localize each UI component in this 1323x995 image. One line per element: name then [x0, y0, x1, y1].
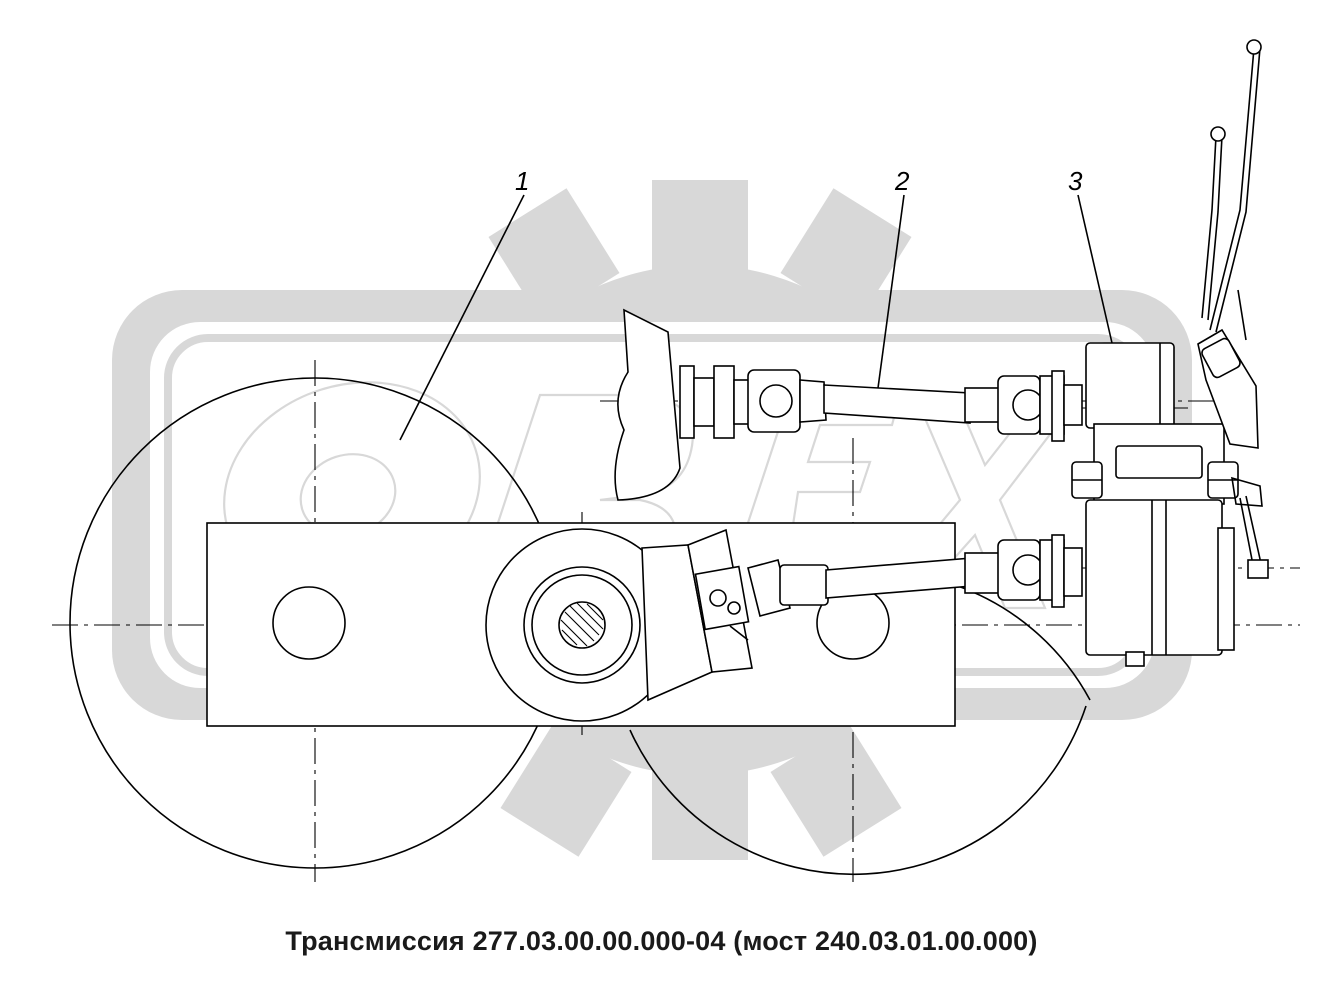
- svg-text:3: 3: [1068, 166, 1083, 196]
- wheel-right: [629, 705, 1087, 876]
- diagram-caption: Трансмиссия 277.03.00.00.000-04 (мост 24…: [285, 926, 1038, 956]
- propeller-shaft-upper: [614, 308, 1083, 501]
- watermark-logo: [112, 180, 1192, 860]
- svg-text:1: 1: [515, 166, 529, 196]
- transfer-case: [1071, 39, 1269, 667]
- final-drive-housing: [641, 528, 753, 702]
- propeller-shaft-lower: [747, 534, 1083, 617]
- hub-left: [272, 586, 346, 660]
- svg-text:2: 2: [894, 166, 910, 196]
- axle-housing: [485, 528, 679, 722]
- callout-2: 2: [877, 166, 910, 389]
- callout-3: 3: [1068, 166, 1113, 344]
- callout-1: 1: [399, 166, 529, 441]
